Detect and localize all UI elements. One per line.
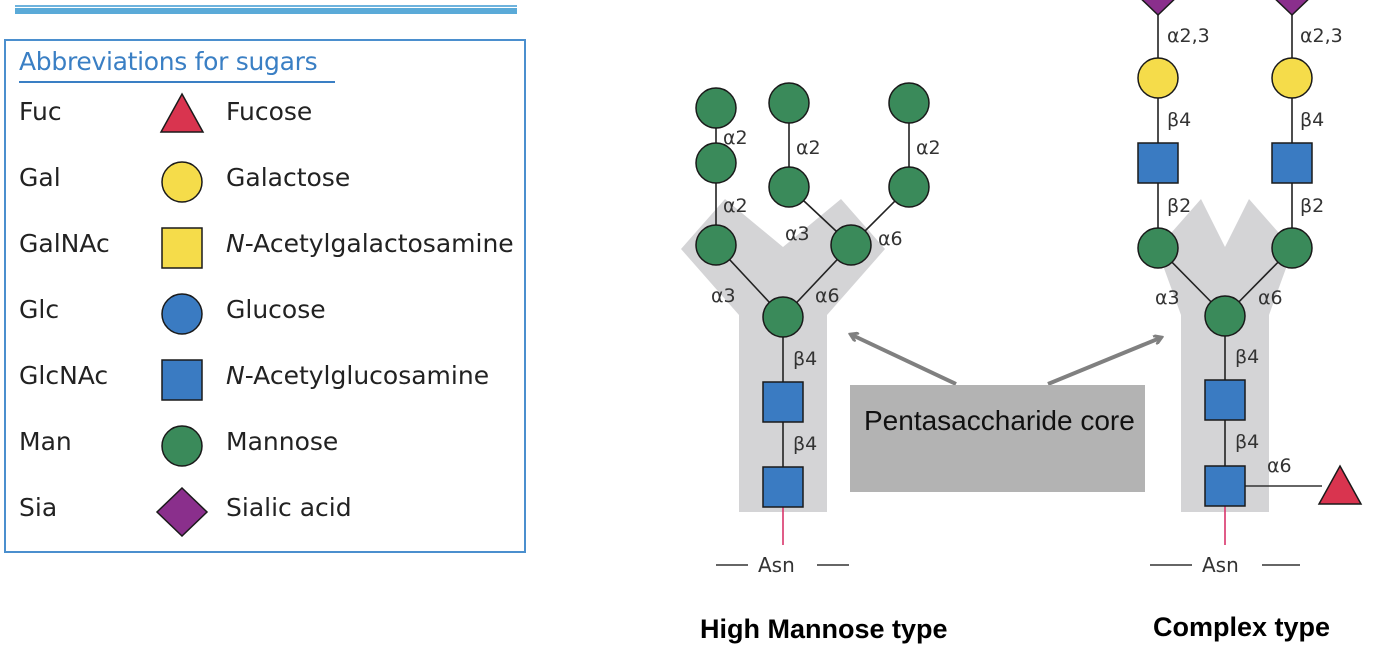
- galactose-node: [1271, 57, 1313, 99]
- asn-label: Asn: [1202, 553, 1239, 577]
- linkage-label: α3: [711, 285, 736, 307]
- legend-name: Sialic acid: [226, 493, 352, 522]
- linkage-label: α2: [723, 195, 748, 217]
- high-mannose-caption: High Mannose type: [700, 614, 948, 644]
- header-rule-thin: [15, 5, 517, 7]
- callout-text: Pentasaccharide core: [864, 405, 1135, 436]
- linkage-label: β2: [1167, 195, 1191, 217]
- glcnac-node: [762, 381, 804, 423]
- galnac-square: [161, 227, 203, 269]
- callout-arrows: [852, 335, 1160, 386]
- legend-name: Mannose: [226, 427, 339, 456]
- legend-item-glcnac: GlcNAc N-Acetylglucosamine: [6, 355, 524, 405]
- glcnac-node: [1204, 379, 1246, 421]
- glcnac-node: [1204, 465, 1246, 507]
- mannose-node: [1204, 295, 1246, 337]
- square-icon: [161, 359, 203, 401]
- linkage-label: α3: [785, 223, 810, 245]
- mannose-node: [695, 224, 737, 266]
- man-circle: [161, 425, 203, 467]
- linkage-label: β4: [793, 348, 817, 370]
- linkage-label: β4: [1300, 109, 1324, 131]
- legend-abbr: Gal: [19, 163, 61, 192]
- legend-item-man: Man Mannose: [6, 421, 524, 471]
- glcnac-node: [1271, 142, 1313, 184]
- circle-icon: [161, 425, 203, 467]
- legend-item-glc: Glc Glucose: [6, 289, 524, 339]
- mannose-node: [888, 82, 930, 124]
- mannose-node: [762, 296, 804, 338]
- circle-icon: [161, 161, 203, 203]
- linkage-label: α6: [878, 228, 903, 250]
- glc-circle: [161, 293, 203, 335]
- arrow-to-complex-core: [1047, 338, 1160, 386]
- linkage-label: α2,3: [1167, 25, 1210, 47]
- linkage-label: β4: [1235, 431, 1259, 453]
- glcnac-node: [762, 466, 804, 508]
- linkage-label: α2: [916, 137, 941, 159]
- glcnac-node: [1137, 142, 1179, 184]
- legend-name: N-Acetylgalactosamine: [226, 229, 514, 258]
- legend-item-fuc: Fuc Fucose: [6, 91, 524, 141]
- fuc-triangle: [159, 92, 205, 133]
- complex-caption: Complex type: [1153, 612, 1331, 642]
- legend-name: Glucose: [226, 295, 326, 324]
- linkage-label: β4: [1235, 346, 1259, 368]
- diamond-icon: [155, 487, 209, 537]
- legend-item-sia: Sia Sialic acid: [6, 487, 524, 537]
- legend-abbr: GalNAc: [19, 229, 110, 258]
- legend-abbr: Glc: [19, 295, 60, 324]
- linkage-label: β2: [1300, 195, 1324, 217]
- linkage-label: β4: [793, 433, 817, 455]
- mannose-node: [830, 224, 872, 266]
- mannose-node: [768, 82, 810, 124]
- linkage-label: α3: [1155, 287, 1180, 309]
- linkage-label: β4: [1167, 109, 1191, 131]
- asn-label: Asn: [758, 553, 795, 577]
- linkage-label: α2: [796, 137, 821, 159]
- square-icon: [161, 227, 203, 269]
- glcnac-square: [161, 359, 203, 401]
- mannose-node: [1137, 227, 1179, 269]
- mannose-node: [888, 166, 930, 208]
- legend-name: Galactose: [226, 163, 351, 192]
- sia-diamond: [155, 487, 209, 537]
- mannose-node: [768, 166, 810, 208]
- legend-name: Fucose: [226, 97, 313, 126]
- linkage-label: α6: [1267, 455, 1292, 477]
- legend-name: N-Acetylglucosamine: [226, 361, 490, 390]
- mannose-node: [695, 87, 737, 129]
- triangle-icon: [159, 92, 205, 133]
- pentasaccharide-core-callout: Pentasaccharide core: [850, 385, 1145, 492]
- legend-abbr: Sia: [19, 493, 58, 522]
- sialic-acid-node: [1141, 0, 1175, 17]
- legend-abbr: Fuc: [19, 97, 62, 126]
- sialic-acid-node: [1275, 0, 1309, 17]
- circle-icon: [161, 293, 203, 335]
- gal-circle: [161, 161, 203, 203]
- legend-abbr: GlcNAc: [19, 361, 109, 390]
- linkage-label: α2: [723, 127, 748, 149]
- legend-title-underline: [19, 81, 335, 83]
- legend-abbr: Man: [19, 427, 72, 456]
- arrow-to-high-mannose-core: [852, 335, 957, 386]
- legend-title: Abbreviations for sugars: [19, 47, 318, 76]
- legend-item-galnac: GalNAc N-Acetylgalactosamine: [6, 223, 524, 273]
- linkage-label: α2,3: [1300, 25, 1343, 47]
- linkage-label: α6: [815, 285, 840, 307]
- mannose-node: [1271, 227, 1313, 269]
- fucose-node: [1317, 464, 1363, 505]
- header-rule-thick: [15, 8, 517, 14]
- legend-item-gal: Gal Galactose: [6, 157, 524, 207]
- mannose-node: [695, 142, 737, 184]
- linkage-label: α6: [1258, 287, 1283, 309]
- galactose-node: [1137, 57, 1179, 99]
